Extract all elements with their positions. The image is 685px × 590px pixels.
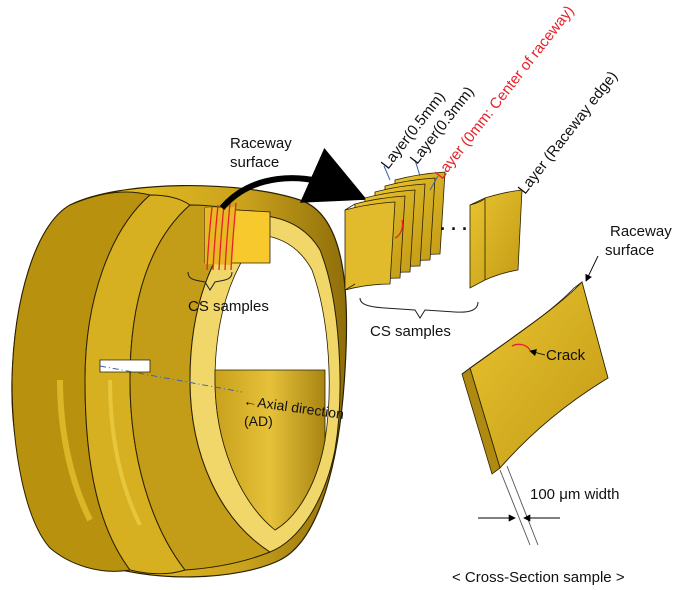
raceway-surface-label-right-1: Raceway [610,223,672,240]
cs-sample-cut-lines [206,202,237,271]
cross-section-sample [461,255,609,546]
raceway-surface-label-left-2: surface [230,154,279,171]
raceway-surface-label-right-2: surface [605,242,654,259]
axial-direction-abbrev: (AD) [244,413,273,429]
raceway-surface-label-left-1: Raceway [230,135,292,152]
cs-samples-label-right: CS samples [370,323,451,340]
ellipsis-dots: · · · [440,219,468,239]
crack-label: Crack [546,347,586,364]
axial-axis-line [99,365,243,393]
cs-samples-label-left: CS samples [188,298,269,315]
slice-stack [344,171,446,291]
cs-samples-brace-right [359,297,479,319]
transfer-arrow [219,147,367,210]
edge-slice [469,189,523,289]
bearing-ring [11,185,348,578]
layer-edge-label: Layer (Raceway edge) [515,68,621,197]
width-label: 100 μm width [530,486,620,503]
cs-samples-brace-left [187,271,233,291]
cross-section-caption: < Cross-Section sample > [452,569,625,586]
